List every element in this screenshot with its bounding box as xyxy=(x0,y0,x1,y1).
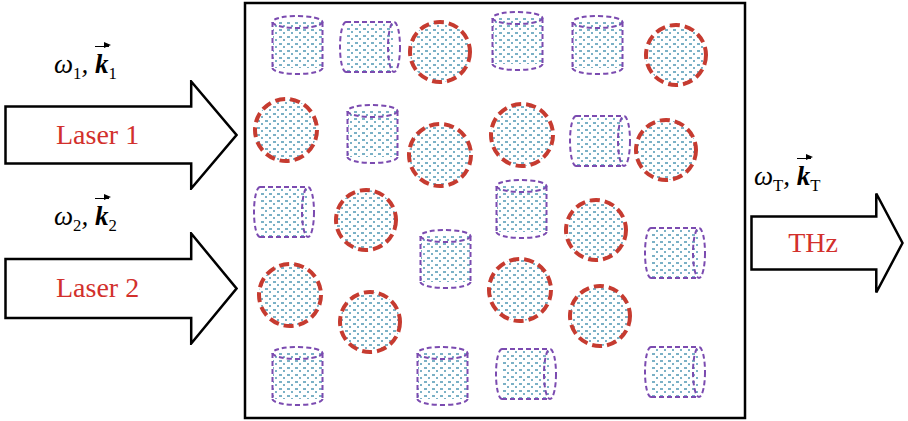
sphere-particle xyxy=(570,286,630,346)
cylinder-particle xyxy=(496,349,556,399)
sample-box xyxy=(245,3,745,418)
sphere-particle xyxy=(255,99,317,161)
arrow-shape xyxy=(6,82,237,189)
cylinder-particle xyxy=(348,105,398,163)
beam-arrow: ω2, k2Laser 2 xyxy=(4,200,238,345)
cylinder-particle xyxy=(493,12,543,70)
sphere-particle xyxy=(646,25,706,85)
sphere-particle xyxy=(340,292,400,352)
beam-arrow: ω1, k1Laser 1 xyxy=(4,48,238,190)
sphere-particle xyxy=(566,200,626,260)
arrow-shape xyxy=(752,194,903,293)
sphere-particle xyxy=(491,104,553,166)
cylinder-particle xyxy=(273,347,323,405)
cylinder-particle xyxy=(645,228,705,278)
cylinder-particle xyxy=(497,180,547,238)
sphere-particle xyxy=(410,22,470,82)
sphere-particle xyxy=(489,259,551,321)
cylinder-particle xyxy=(273,16,323,74)
cylinder-particle xyxy=(340,22,400,72)
wave-label: ωT, kT xyxy=(754,155,821,194)
sphere-particle xyxy=(636,120,696,180)
wave-label: ω2, k2 xyxy=(54,195,117,234)
cylinder-particle xyxy=(570,116,630,166)
cylinder-particle xyxy=(573,16,623,74)
wave-label: ω1, k1 xyxy=(54,43,117,82)
beam-name: Laser 2 xyxy=(56,273,139,304)
sphere-particle xyxy=(259,264,321,326)
beam-name: THz xyxy=(788,228,838,259)
cylinder-particle xyxy=(421,230,471,288)
beam-name: Laser 1 xyxy=(56,120,139,151)
sphere-particle xyxy=(336,190,396,250)
cylinder-particle xyxy=(645,347,705,397)
sphere-particle xyxy=(409,124,471,186)
arrow-shape xyxy=(6,234,237,344)
cylinder-particle xyxy=(418,347,468,405)
cylinder-particle xyxy=(254,187,314,237)
beam-arrow: ωT, kT THz xyxy=(750,156,904,294)
